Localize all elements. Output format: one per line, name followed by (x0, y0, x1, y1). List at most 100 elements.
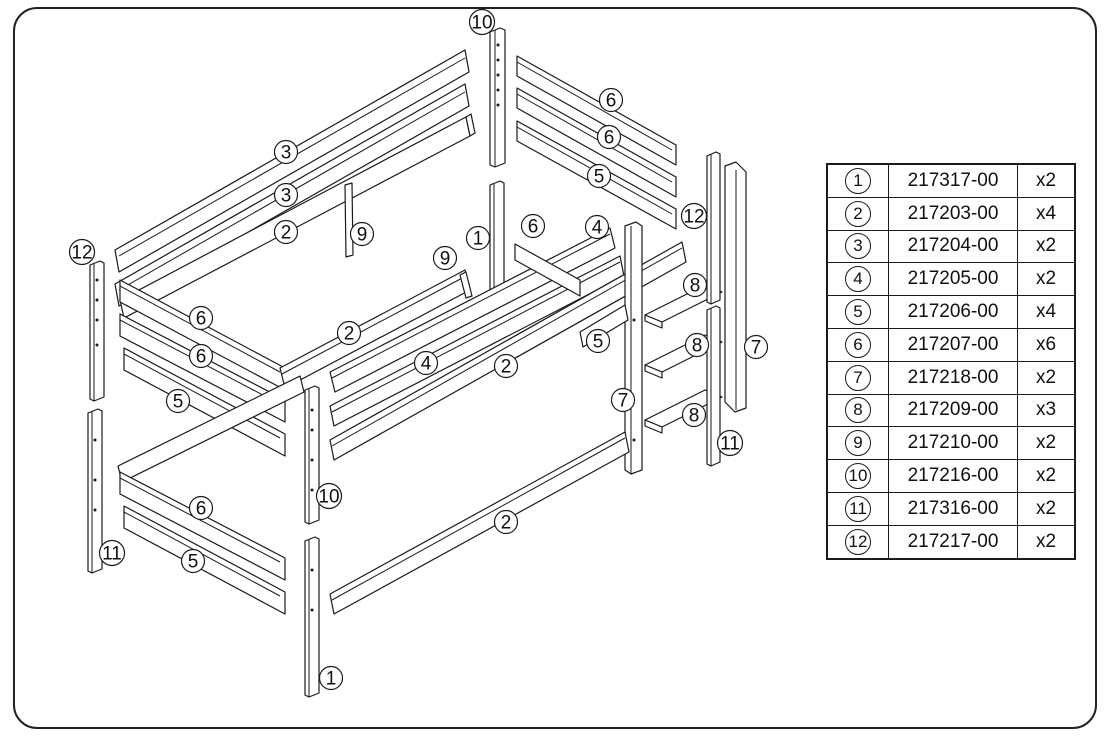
part-qty-cell: x4 (1017, 196, 1076, 231)
stair-post-7-front (624, 221, 643, 475)
callout-label: 6 (196, 347, 207, 368)
back-small-rail-6 (514, 243, 581, 297)
callout-label: 6 (196, 309, 207, 330)
part-code-cell: 217204-00 (888, 229, 1018, 264)
part-code-cell: 217203-00 (888, 196, 1018, 231)
part-number-circle: 4 (845, 266, 871, 293)
part-number-circle: 6 (845, 331, 871, 358)
part-code-cell: 217209-00 (888, 393, 1018, 428)
callout-30: 2 (493, 509, 519, 535)
callout-26: 8 (681, 402, 707, 428)
callout-label: 11 (102, 544, 122, 565)
callout-8: 2 (273, 219, 299, 245)
post-12-left (89, 260, 105, 402)
callout-20: 2 (493, 353, 519, 379)
callout-10: 1 (465, 225, 491, 251)
part-qty-cell: x2 (1017, 262, 1076, 297)
part-number-cell: 1 (826, 163, 889, 198)
callout-label: 9 (357, 225, 368, 246)
callout-28: 10 (315, 482, 343, 510)
callout-label: 2 (344, 324, 355, 345)
callout-label: 7 (751, 338, 762, 359)
callout-14: 12 (68, 238, 96, 266)
callout-label: 8 (690, 276, 701, 297)
part-number-cell: 5 (826, 295, 889, 329)
callout-label: 12 (683, 207, 704, 228)
callout-6: 3 (273, 139, 299, 165)
callout-3: 6 (596, 124, 622, 150)
callout-label: 8 (692, 336, 703, 357)
stair-tread-8-low (644, 389, 723, 434)
part-code-cell: 217316-00 (888, 491, 1018, 526)
callout-2: 6 (598, 87, 624, 113)
callout-1: 10 (468, 8, 496, 36)
part-qty-cell: x4 (1017, 295, 1076, 329)
part-code-cell: 217218-00 (888, 360, 1018, 395)
part-number-cell: 6 (826, 327, 889, 362)
callout-label: 8 (689, 406, 700, 427)
callout-16: 6 (188, 305, 214, 331)
part-qty-cell: x2 (1017, 524, 1076, 560)
callout-31: 11 (98, 539, 126, 567)
upper-rail-2-front (329, 241, 687, 461)
callout-17: 2 (336, 320, 362, 346)
callout-5: 12 (680, 202, 708, 230)
callout-label: 1 (326, 669, 337, 690)
callout-4: 5 (586, 163, 612, 189)
part-code-cell: 217317-00 (888, 163, 1018, 198)
part-code-cell: 217217-00 (888, 524, 1018, 560)
post-11-left (87, 408, 103, 574)
callout-label: 5 (173, 392, 184, 413)
post-11-right (706, 305, 721, 467)
callout-label: 10 (471, 13, 492, 34)
callout-label: 4 (592, 218, 603, 239)
part-qty-cell: x2 (1017, 459, 1076, 493)
callout-label: 12 (71, 243, 92, 264)
callout-23: 7 (743, 334, 769, 360)
part-qty-cell: x2 (1017, 491, 1076, 526)
part-code-cell: 217216-00 (888, 459, 1018, 493)
callout-21: 5 (585, 328, 611, 354)
callout-18: 6 (188, 343, 214, 369)
part-code-cell: 217210-00 (888, 426, 1018, 461)
part-code-cell: 217206-00 (888, 295, 1018, 329)
end-rail-6-b (516, 87, 677, 198)
part-code-cell: 217207-00 (888, 327, 1018, 362)
part-qty-cell: x2 (1017, 426, 1076, 461)
part-number-cell: 9 (826, 426, 889, 461)
part-number-cell: 7 (826, 360, 889, 395)
part-qty-cell: x2 (1017, 360, 1076, 395)
callout-label: 11 (720, 434, 740, 455)
post-1-back (489, 180, 505, 295)
part-number-circle: 5 (845, 299, 871, 326)
post-10-front (304, 385, 320, 525)
callout-label: 5 (188, 552, 199, 573)
part-number-cell: 12 (826, 524, 889, 560)
callout-25: 7 (610, 387, 636, 413)
part-number-circle: 8 (845, 397, 871, 424)
callout-label: 3 (281, 143, 292, 164)
lower-front-rail-2 (329, 431, 630, 615)
callout-label: 6 (528, 217, 539, 238)
callout-label: 2 (501, 357, 512, 378)
part-number-cell: 10 (826, 459, 889, 493)
callout-label: 9 (440, 249, 451, 270)
part-number-circle: 7 (845, 364, 871, 391)
post-12-right (706, 151, 721, 305)
callout-11: 6 (520, 213, 546, 239)
part-qty-cell: x2 (1017, 229, 1076, 264)
part-number-cell: 11 (826, 491, 889, 526)
part-number-circle: 3 (845, 233, 871, 260)
callout-33: 1 (318, 665, 344, 691)
post-10-top (489, 27, 506, 168)
end-rail-6-a (516, 55, 677, 166)
callout-label: 4 (421, 354, 432, 375)
callout-label: 6 (196, 499, 207, 520)
callout-label: 7 (618, 391, 629, 412)
